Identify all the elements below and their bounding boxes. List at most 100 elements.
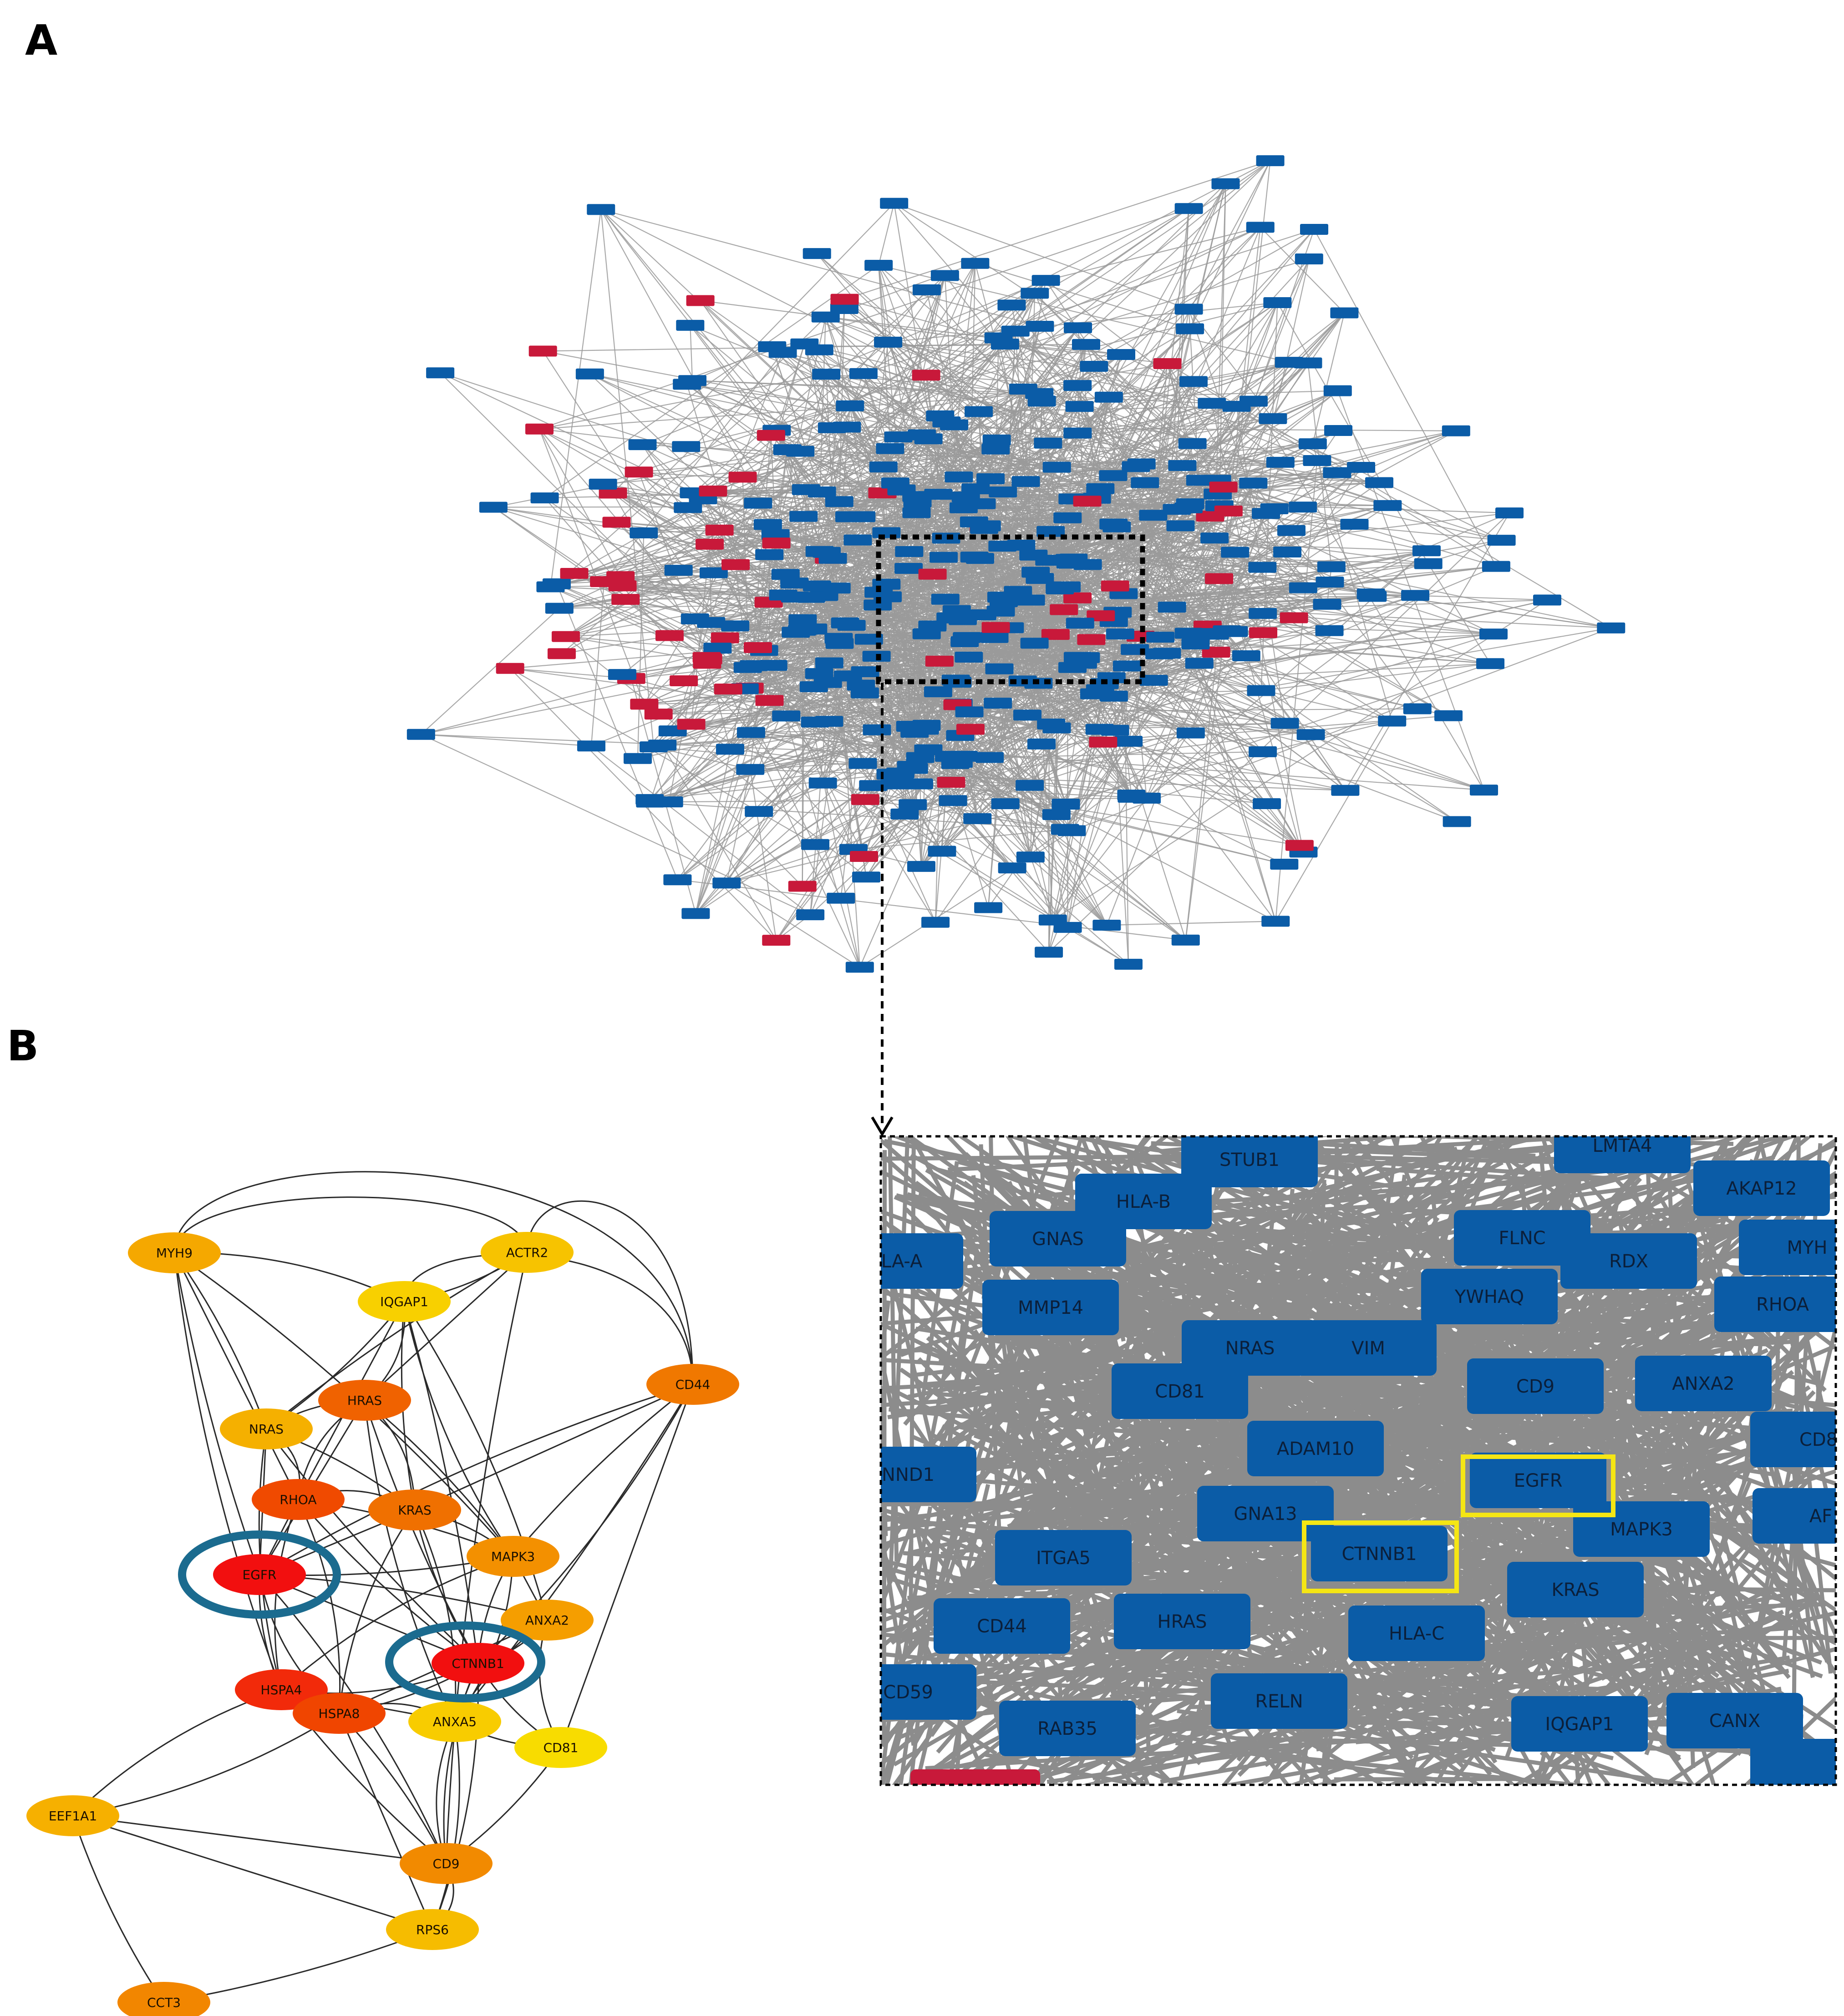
overview-edge: [1146, 797, 1285, 865]
overview-edge: [909, 574, 933, 727]
overview-edge: [776, 430, 818, 586]
overview-node: [824, 633, 853, 644]
zoom-node-label: RHOA: [1756, 1294, 1809, 1315]
overview-node: [1092, 920, 1121, 931]
overview-edge: [695, 667, 748, 914]
hub-node: [358, 1281, 451, 1322]
zoom-node: [990, 1211, 1126, 1266]
overview-edge: [785, 263, 976, 575]
overview-node: [1089, 736, 1118, 748]
overview-node: [985, 663, 1014, 674]
overview-node: [1266, 456, 1295, 468]
overview-node: [1153, 648, 1181, 659]
overview-node: [1013, 709, 1041, 721]
overview-node: [599, 487, 627, 499]
overview-node: [1021, 288, 1049, 299]
overview-node: [902, 507, 931, 518]
zoom-node-label: MAPK3: [1610, 1519, 1673, 1540]
hub-node-label: CD81: [544, 1740, 579, 1755]
overview-node: [1300, 223, 1329, 235]
overview-node: [769, 589, 798, 601]
overview-node: [956, 724, 985, 735]
overview-node: [1052, 581, 1081, 593]
overview-edge: [1067, 517, 1392, 722]
zoom-node-label: EGFR: [1514, 1470, 1562, 1491]
overview-node: [940, 419, 968, 431]
overview-edge: [811, 597, 1067, 805]
overview-node: [1270, 718, 1299, 729]
overview-node: [1034, 437, 1062, 449]
overview-node: [681, 908, 710, 919]
overview-node: [1443, 816, 1471, 827]
ctnnb1-highlight-ring: [385, 1621, 545, 1702]
overview-node: [1031, 275, 1060, 286]
overview-node: [984, 698, 1012, 709]
overview-node: [851, 794, 879, 805]
overview-node: [1107, 349, 1136, 360]
overview-edge: [653, 682, 958, 748]
overview-node: [849, 368, 878, 379]
overview-edge: [612, 203, 894, 494]
zoom-edge: [1376, 1166, 1581, 1185]
hub-node-label: EEF1A1: [49, 1808, 97, 1824]
overview-node: [1171, 934, 1200, 946]
overview-node: [1347, 461, 1376, 473]
zoom-node-label: YWHAQ: [1454, 1287, 1524, 1307]
overview-node: [406, 729, 435, 740]
overview-node: [1259, 413, 1287, 424]
hub-node-label: EGFR: [243, 1567, 277, 1582]
overview-edge: [844, 299, 1094, 367]
overview-node: [1139, 675, 1168, 686]
overview-node: [981, 622, 1010, 633]
hub-node: [252, 1479, 345, 1520]
zoom-edge: [1674, 1423, 1700, 1721]
overview-node: [1063, 592, 1092, 603]
overview-edge: [1029, 582, 1331, 786]
overview-node: [910, 724, 939, 735]
hub-edge: [526, 1200, 694, 1385]
zoom-node-label: ANXA2: [1672, 1373, 1735, 1394]
zoom-edge: [1180, 1744, 1597, 1785]
zoom-node-label: RELN: [1255, 1691, 1303, 1712]
hub-node-label: ANXA2: [525, 1613, 569, 1628]
overview-node: [1001, 325, 1030, 337]
overview-edge: [825, 316, 1006, 345]
overview-node: [1176, 323, 1204, 334]
zoom-node-label: IQGAP1: [1545, 1714, 1614, 1735]
overview-edge: [706, 657, 731, 750]
overview-edge: [1063, 406, 1237, 610]
zoom-node-label: MYH: [1787, 1237, 1827, 1258]
zoom-node: [1454, 1210, 1590, 1266]
zoom-node-label: ADAM10: [1277, 1439, 1354, 1459]
zoom-node: [1467, 1358, 1604, 1414]
overview-node: [815, 657, 843, 669]
overview-node: [712, 877, 741, 889]
overview-node: [1597, 622, 1626, 633]
overview-node: [1434, 710, 1463, 721]
overview-edge: [883, 400, 1042, 468]
hub-edge: [414, 1383, 693, 1511]
overview-edge: [975, 263, 1190, 329]
hub-edge: [364, 1399, 514, 1557]
overview-edge: [590, 581, 605, 746]
overview-edge: [700, 300, 1122, 355]
zoom-edge: [926, 1336, 1193, 1567]
overview-edge: [747, 540, 1502, 668]
zoom-node: [1182, 1320, 1318, 1376]
overview-node: [1158, 602, 1186, 613]
overview-edge: [1052, 798, 1147, 921]
hub-node-label: ANXA5: [433, 1714, 477, 1729]
overview-node: [696, 538, 724, 550]
overview-node: [575, 368, 604, 380]
overview-node: [1315, 625, 1344, 636]
overview-edge: [649, 628, 814, 800]
overview-node: [623, 753, 652, 764]
overview-edge: [735, 275, 945, 565]
overview-node: [847, 511, 876, 522]
overview-node: [884, 431, 913, 443]
zoom-node-label: CD81: [1155, 1381, 1205, 1402]
overview-edge: [1046, 227, 1261, 281]
overview-edge: [1052, 599, 1548, 921]
